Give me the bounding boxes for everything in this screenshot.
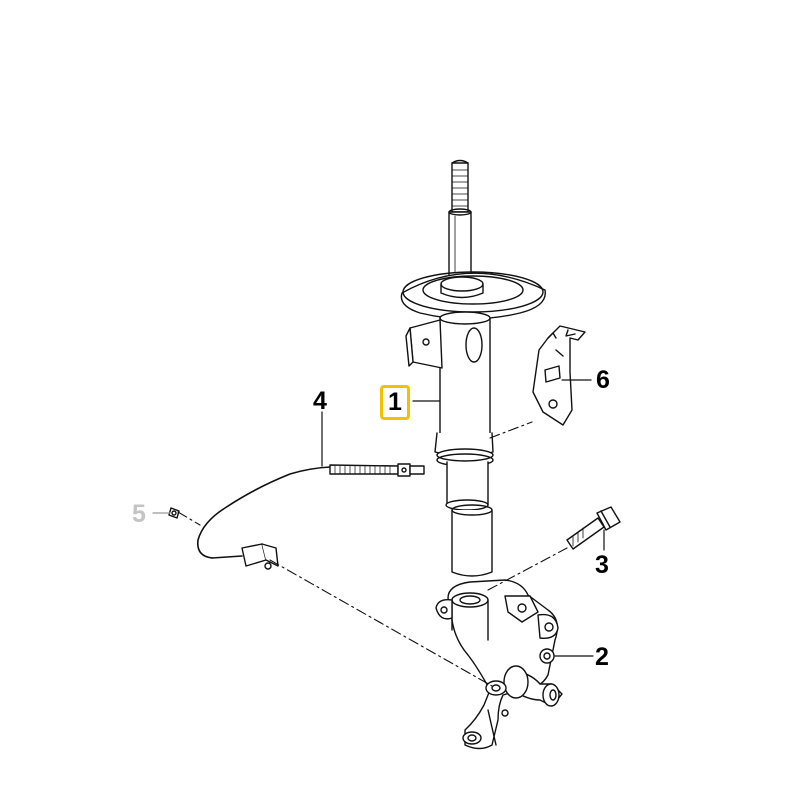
callout-2[interactable]: 2 <box>595 643 609 671</box>
callout-6[interactable]: 6 <box>596 366 610 394</box>
callout-3[interactable]: 3 <box>595 551 609 579</box>
sensor-bracket <box>532 325 586 426</box>
steering-knuckle <box>435 579 563 750</box>
strut-bracket <box>405 319 443 369</box>
strut-collar <box>434 432 494 467</box>
leader-lines <box>152 379 605 657</box>
piston-rod <box>448 208 472 277</box>
assembly-lines <box>177 421 568 687</box>
strut-lower-tube <box>445 461 493 577</box>
strut-assembly <box>400 159 546 577</box>
callout-5[interactable]: 5 <box>132 500 146 528</box>
callout-1[interactable]: 1 <box>380 385 410 420</box>
bolt <box>566 506 621 550</box>
top-mount-plate <box>400 271 546 320</box>
sensor-cable <box>196 463 425 570</box>
piston-rod-thread <box>451 159 469 213</box>
callout-4[interactable]: 4 <box>313 387 327 415</box>
